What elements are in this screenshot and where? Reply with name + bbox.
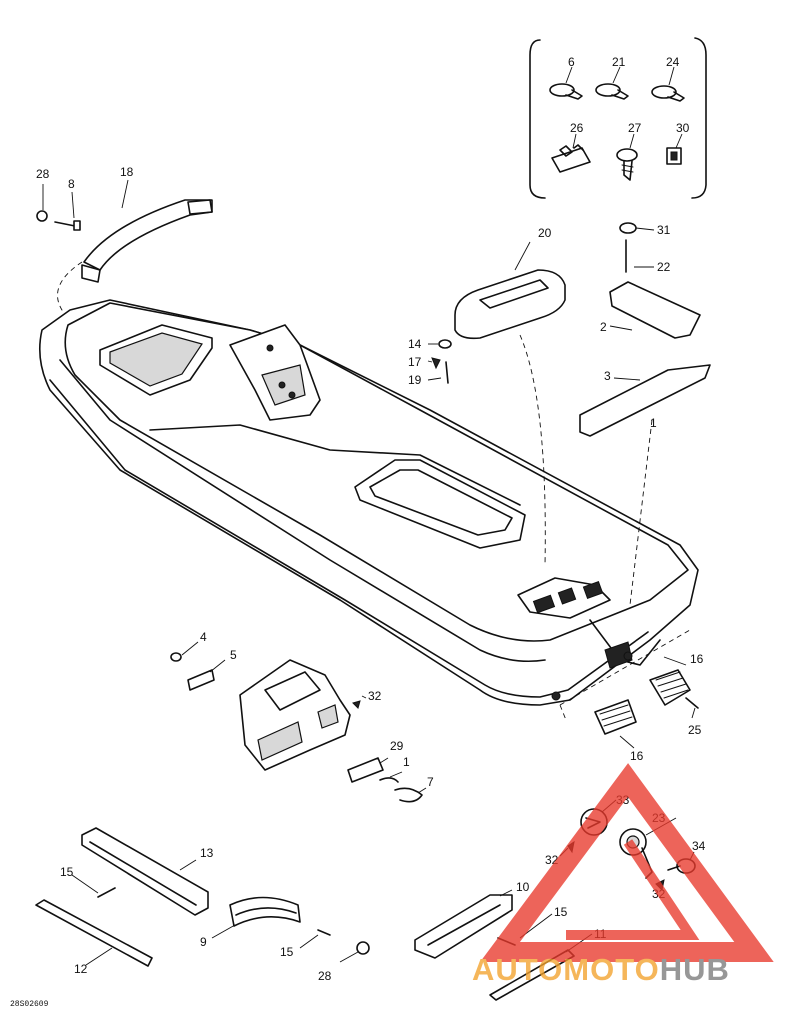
- callout-label: 1: [650, 416, 657, 430]
- screw-part: [625, 239, 654, 273]
- callout-label: 20: [538, 226, 552, 240]
- callout-label: 8: [68, 177, 75, 191]
- clamp-part: [549, 66, 583, 100]
- svg-text:AUTOMOTOHUB: AUTOMOTOHUB: [472, 952, 730, 987]
- rail-part: [81, 827, 209, 916]
- callout-label: 18: [120, 165, 134, 179]
- callout-label: 29: [390, 739, 404, 753]
- rivet-part: [71, 874, 116, 898]
- callout-label: 26: [570, 121, 584, 135]
- clamp-part: [651, 66, 685, 102]
- callout-label: 17: [408, 355, 422, 369]
- callout-label: 14: [408, 337, 422, 351]
- callout-label: 30: [676, 121, 690, 135]
- terminal-block-part: [551, 133, 591, 173]
- pad-part: [579, 364, 711, 606]
- callout-label: 28: [36, 167, 50, 181]
- watermark-text-moto: MOTO: [563, 952, 659, 987]
- callout-label: 3: [604, 369, 611, 383]
- callout-label: 7: [427, 775, 434, 789]
- side-pad-part: [594, 699, 637, 749]
- seat-part: [454, 241, 566, 566]
- rivet-part: [299, 929, 331, 949]
- watermark-text-auto: AUTO: [472, 952, 563, 987]
- callout-label: 31: [657, 223, 671, 237]
- callout-label: 34: [692, 839, 706, 853]
- small-parts-bracket: [529, 37, 707, 199]
- grab-handle-part: [81, 179, 213, 283]
- clamp-part: [595, 66, 629, 100]
- pad-part: [609, 281, 701, 339]
- callout-label: 24: [666, 55, 680, 69]
- callout-label: 21: [612, 55, 626, 69]
- nut-part: [36, 184, 48, 222]
- callout-label: 15: [280, 945, 294, 959]
- callout-label: 27: [628, 121, 642, 135]
- clip-part: [427, 357, 441, 370]
- grommet-part: [666, 133, 683, 165]
- callout-label: 15: [60, 865, 74, 879]
- callout-label: 19: [408, 373, 422, 387]
- cover-part: [211, 896, 301, 939]
- bracket-assembly: [170, 641, 427, 803]
- callout-label: 15: [554, 905, 568, 919]
- rail-part: [35, 899, 153, 967]
- callout-label: 12: [74, 962, 88, 976]
- callout-label: 5: [230, 648, 237, 662]
- callout-label: 6: [568, 55, 575, 69]
- callout-label: 22: [657, 260, 671, 274]
- callout-label: 10: [516, 880, 530, 894]
- screw-part: [616, 133, 638, 181]
- rail-part: [414, 889, 513, 959]
- callout-label: 28: [318, 969, 332, 983]
- hull-body: [39, 299, 699, 706]
- callout-label: 25: [688, 723, 702, 737]
- callout-label: 9: [200, 935, 207, 949]
- watermark-text-hub: HUB: [660, 952, 730, 987]
- callout-label: 13: [200, 846, 214, 860]
- callout-label: 1: [403, 755, 410, 769]
- bolt-part: [54, 191, 81, 231]
- callout-label: 16: [630, 749, 644, 763]
- bolt-part: [427, 361, 449, 384]
- side-pad-part: [649, 656, 699, 719]
- nut-part: [339, 941, 370, 963]
- push-rivet-part: [619, 222, 655, 234]
- callout-label: 32: [368, 689, 382, 703]
- document-id: 28S02609: [10, 1000, 49, 1009]
- watermark-logo: AUTOMOTOHUB: [472, 763, 774, 987]
- washer-part: [428, 339, 452, 349]
- callout-label: 4: [200, 630, 207, 644]
- callout-label: 2: [600, 320, 607, 334]
- callout-label: 16: [690, 652, 704, 666]
